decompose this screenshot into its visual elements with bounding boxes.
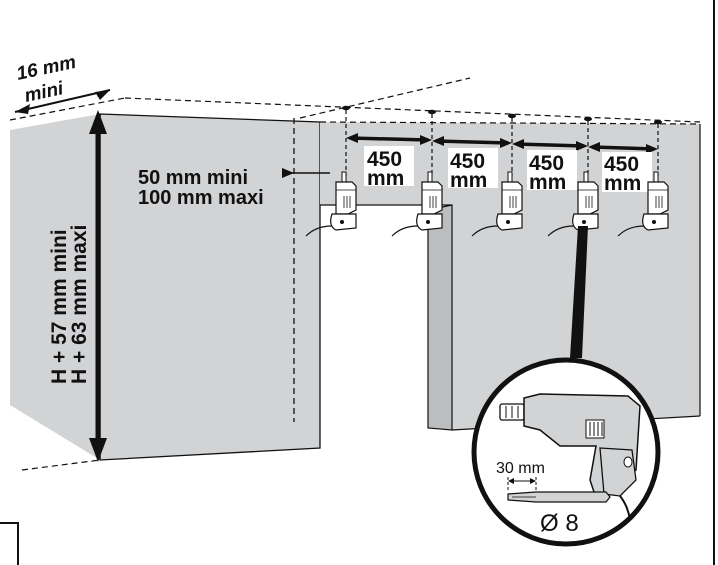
top-thickness-value: 16 mm: [15, 52, 78, 85]
drill-depth-dimension: 30 mm: [496, 460, 545, 492]
top-thickness-dimension: 16 mm mini: [15, 52, 111, 114]
floor-line: [21, 459, 101, 471]
spacing-4-unit: mm: [604, 172, 641, 195]
bit-diameter-label: Ø 8: [540, 510, 579, 537]
spacing-3-unit: mm: [529, 171, 566, 194]
drill-depth-label: 30 mm: [496, 460, 545, 477]
spacing-4-value: 450: [604, 153, 639, 176]
frame-corner-mark: [0, 522, 19, 565]
height-label-min: H + 57 mm mini: [48, 229, 71, 384]
spacing-2-unit: mm: [450, 169, 487, 192]
cavity-opening: [320, 124, 701, 431]
mounting-points: [345, 110, 659, 176]
worktop-edge-lines: [9, 77, 701, 123]
drill-bit-icon: [507, 491, 611, 503]
screw-markers: [342, 105, 662, 125]
height-dimension: H + 57 mm mini H + 63 mm maxi: [48, 110, 107, 462]
back-wall: [319, 121, 701, 430]
spacing-labels: 450 mm 450 mm 450 mm 450 mm: [364, 146, 652, 195]
spacing-1-value: 450: [367, 148, 402, 171]
spacing-3-value: 450: [529, 152, 564, 175]
edge-offset-max: 100 mm maxi: [138, 187, 264, 209]
edge-offset-dimension: 50 mm mini 100 mm maxi: [138, 167, 330, 209]
spacing-1-unit: mm: [367, 167, 404, 190]
callout-pointer: [570, 226, 588, 358]
spacing-2-value: 450: [450, 150, 485, 173]
edge-offset-min: 50 mm mini: [138, 167, 248, 189]
height-label-max: H + 63 mm maxi: [68, 225, 91, 384]
drill-icon: [499, 393, 641, 521]
drill-detail-callout: 30 mm Ø 8: [471, 357, 661, 547]
spacing-arrows: [346, 133, 658, 154]
